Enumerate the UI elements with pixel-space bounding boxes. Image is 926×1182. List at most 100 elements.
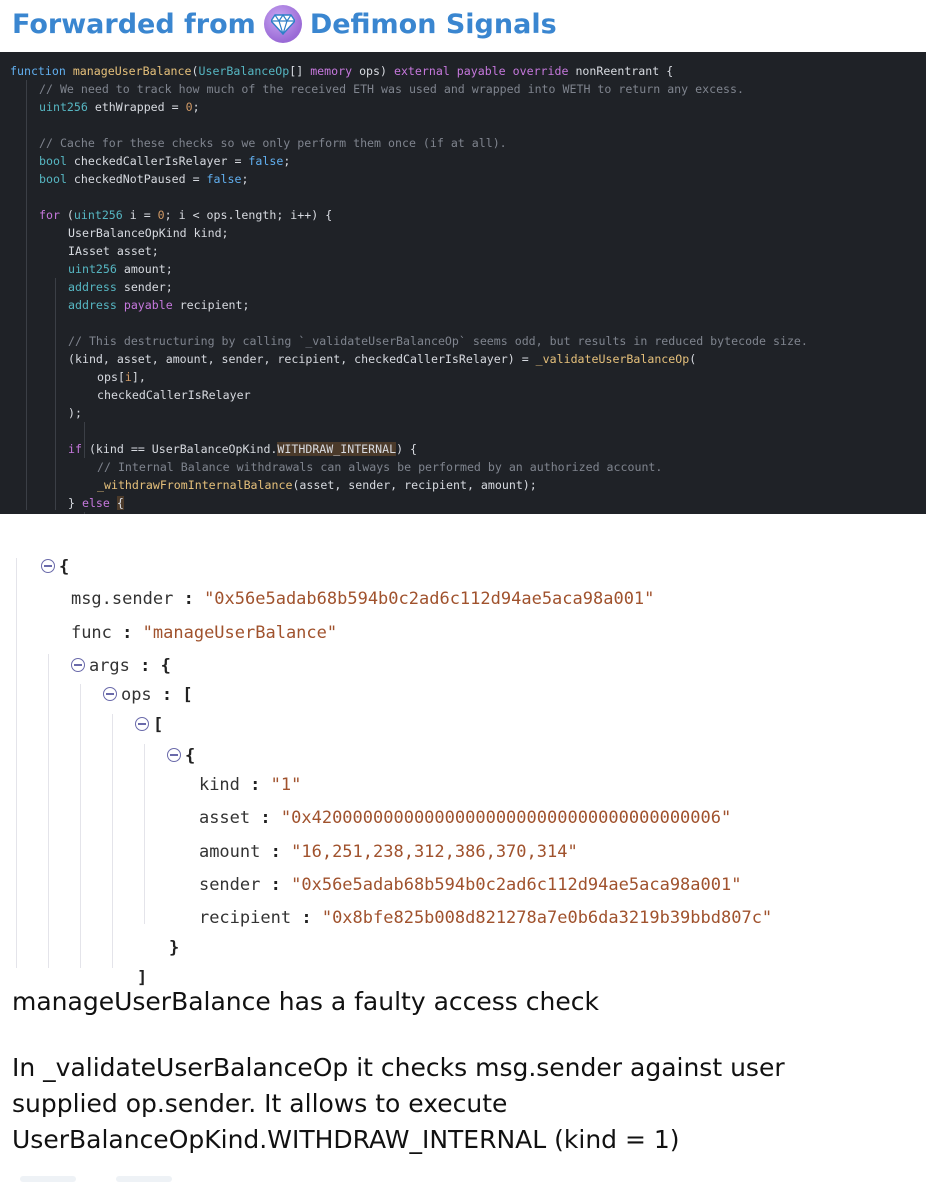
json-row-msg-sender: msg.sender : "0x56e5adab68b594b0c2ad6c11…	[70, 589, 655, 609]
json-row-inner-array: [	[94, 686, 163, 735]
code-token: {	[116, 496, 124, 510]
collapse-toggle-icon[interactable]	[102, 687, 117, 701]
code-token: WITHDRAW_INTERNAL	[277, 442, 397, 456]
code-token: (	[689, 352, 697, 366]
code-token: (asset, sender, recipient, amount);	[292, 478, 537, 492]
collapse-toggle-icon[interactable]	[70, 658, 85, 672]
forwarded-channel-name[interactable]: Defimon Signals	[309, 8, 557, 40]
message-text: manageUserBalance has a faulty access ch…	[12, 984, 912, 1158]
reaction-chip[interactable]	[20, 1176, 76, 1182]
code-line: // This destructuring by calling `_valid…	[10, 332, 926, 350]
code-line: ops[i],	[10, 368, 926, 386]
code-token: false	[248, 154, 284, 168]
code-token: (kind, asset, amount, sender, recipient,…	[68, 352, 536, 366]
indent-guide	[84, 512, 85, 514]
code-line: bool checkedNotPaused = false;	[10, 170, 926, 188]
reaction-bar-edge	[20, 1176, 172, 1182]
code-token: ops[	[97, 370, 125, 384]
json-row-args: args : {	[30, 627, 171, 676]
collapse-toggle-icon[interactable]	[134, 717, 149, 731]
indent-guide	[84, 422, 85, 458]
code-line: // Internal Balance withdrawals can alwa…	[10, 458, 926, 476]
code-token: checkedNotPaused =	[73, 172, 207, 186]
code-token: sender;	[123, 280, 173, 294]
code-token: ;	[241, 172, 249, 186]
json-indent-guide	[80, 684, 81, 968]
code-line: checkedCallerIsRelayer	[10, 386, 926, 404]
code-token: uint256	[73, 208, 130, 222]
json-row-ops: ops : [	[62, 656, 193, 705]
code-line: );	[10, 404, 926, 422]
forwarded-header[interactable]: Forwarded from Defimon Signals	[12, 4, 557, 44]
code-token: // We need to track how much of the rece…	[39, 82, 744, 96]
code-line	[10, 422, 926, 440]
code-screenshot: function manageUserBalance(UserBalanceOp…	[0, 52, 926, 514]
code-token: uint256	[68, 262, 124, 276]
code-line: address payable recipient;	[10, 296, 926, 314]
code-token: ;	[192, 100, 200, 114]
collapse-toggle-icon[interactable]	[166, 748, 181, 762]
message-line: In _validateUserBalanceOp it checks msg.…	[12, 1053, 785, 1082]
reaction-chip[interactable]	[116, 1176, 172, 1182]
indent-guide	[26, 80, 27, 510]
json-indent-guide	[16, 558, 17, 968]
forwarded-prefix: Forwarded from	[12, 8, 256, 40]
code-line	[10, 188, 926, 206]
code-line: function manageUserBalance(UserBalanceOp…	[10, 62, 926, 80]
gem-icon	[263, 5, 302, 43]
code-line: if (kind == UserBalanceOpKind.WITHDRAW_I…	[10, 440, 926, 458]
collapse-toggle-icon[interactable]	[40, 559, 55, 573]
code-token: ],	[131, 370, 146, 384]
code-token: (	[66, 208, 74, 222]
code-token: (kind == UserBalanceOpKind.	[88, 442, 278, 456]
json-root-row: {	[0, 528, 69, 577]
code-token: function	[10, 64, 73, 78]
code-token: uint256	[39, 100, 95, 114]
code-token: (	[191, 64, 199, 78]
code-line: for (uint256 i = 0; i < ops.length; i++)…	[10, 206, 926, 224]
code-token: i =	[129, 208, 158, 222]
code-token: 0	[185, 100, 193, 114]
code-line: uint256 ethWrapped = 0;	[10, 98, 926, 116]
code-token: amount;	[123, 262, 173, 276]
code-token: payable	[123, 298, 180, 312]
json-row-recipient: recipient : "0x8bfe825b008d821278a7e0b6d…	[198, 908, 773, 928]
code-line: (kind, asset, amount, sender, recipient,…	[10, 350, 926, 368]
code-token: // Internal Balance withdrawals can alwa…	[97, 460, 663, 474]
json-indent-guide	[144, 744, 145, 924]
code-token: address	[68, 280, 124, 294]
code-token: IAsset asset;	[68, 244, 159, 258]
code-token: i	[124, 370, 132, 384]
code-line: uint256 amount;	[10, 260, 926, 278]
code-token: []	[289, 64, 311, 78]
message-line: UserBalanceOpKind.WITHDRAW_INTERNAL (kin…	[12, 1125, 680, 1154]
code-token: nonReentrant {	[575, 64, 674, 78]
json-row-inner-array-close: ]	[136, 968, 148, 988]
code-line: } else {	[10, 494, 926, 512]
code-token: ) {	[396, 442, 418, 456]
code-token: // This destructuring by calling `_valid…	[68, 334, 808, 348]
code-token: for	[39, 208, 67, 222]
code-token: bool	[39, 172, 74, 186]
json-row-sender: sender : "0x56e5adab68b594b0c2ad6c112d94…	[198, 875, 742, 895]
paragraph-gap	[12, 1020, 912, 1050]
code-line	[10, 314, 926, 332]
code-token: checkedCallerIsRelayer	[97, 388, 251, 402]
code-token: recipient;	[179, 298, 250, 312]
code-token: ethWrapped =	[94, 100, 186, 114]
code-token: else	[81, 496, 117, 510]
code-token: );	[68, 406, 82, 420]
code-token: external payable override	[393, 64, 576, 78]
message-line: manageUserBalance has a faulty access ch…	[12, 987, 599, 1016]
code-token: false	[206, 172, 242, 186]
code-token: ops)	[359, 64, 394, 78]
code-line: IAsset asset;	[10, 242, 926, 260]
json-row-object-close: }	[168, 938, 180, 958]
code-token: ; i < ops.length; i++) {	[164, 208, 333, 222]
json-viewer: { msg.sender : "0x56e5adab68b594b0c2ad6c…	[0, 528, 926, 988]
json-indent-guide	[48, 654, 49, 968]
code-token: manageUserBalance	[72, 64, 192, 78]
code-line: UserBalanceOpKind kind;	[10, 224, 926, 242]
json-row-kind: kind : "1"	[198, 775, 302, 795]
code-line: _withdrawFromInternalBalance(asset, send…	[10, 476, 926, 494]
